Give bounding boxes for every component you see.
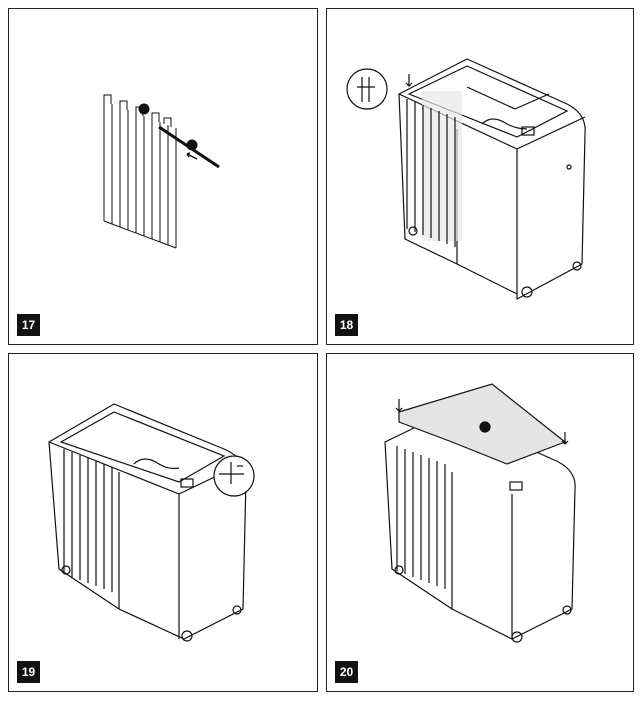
- down-arrow-icon: [395, 399, 403, 412]
- step-number-badge: 19: [17, 661, 40, 683]
- step-19-panel: 19: [8, 353, 318, 692]
- curtain-panel: [103, 94, 177, 249]
- down-arrow-icon: [561, 432, 569, 445]
- down-arrow-icon: [405, 74, 413, 87]
- detail-magnifier: [213, 455, 255, 497]
- cabinet-top-panel-illustration: 13: [384, 383, 576, 643]
- step-18-panel: 18: [326, 8, 634, 345]
- step-20-panel: 13 20: [326, 353, 634, 692]
- part-label-18: 18: [189, 143, 196, 149]
- cabinet-hang-curtain-illustration: [346, 58, 586, 301]
- cabinet-connect-illustration: [48, 403, 255, 642]
- part-label-19: 19: [141, 107, 148, 113]
- cabinet-body: [384, 411, 576, 640]
- step-number-badge: 18: [335, 314, 358, 336]
- detail-magnifier: [346, 68, 388, 110]
- step-17-panel: 19 18 17: [8, 8, 318, 345]
- step-number-badge: 20: [335, 661, 358, 683]
- curtain-and-rod-illustration: 19 18: [103, 94, 220, 249]
- direction-arrow: [186, 152, 198, 160]
- step-number-badge: 17: [17, 314, 40, 336]
- part-label-13: 13: [482, 425, 489, 431]
- cabinet-body: [48, 403, 247, 640]
